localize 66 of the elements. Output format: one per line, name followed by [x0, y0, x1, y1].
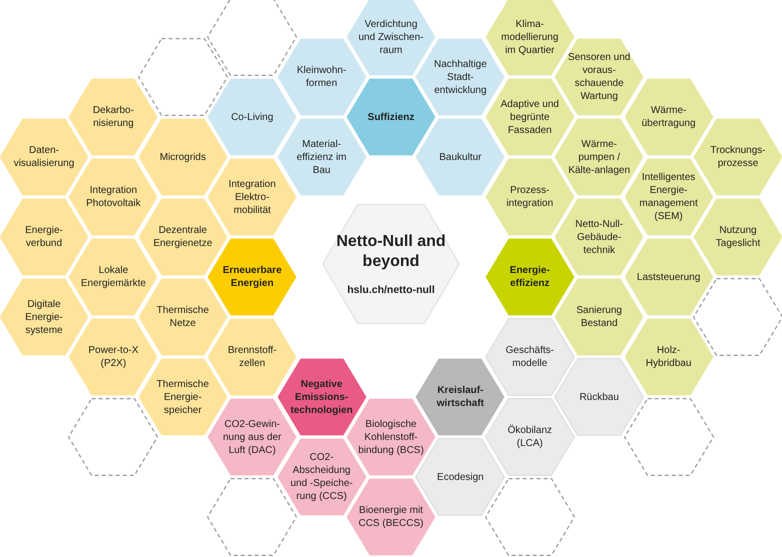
category-label: Energie-effizienz [508, 264, 551, 290]
topic-label: Geschäfts-modelle [504, 344, 555, 370]
topic-label: Ecodesign [436, 470, 485, 484]
topic-label: Sensoren und voraus-schauende Wartung [567, 51, 632, 103]
topic-label: Energie-verbund [24, 224, 64, 250]
topic-label: Wärme-pumpen / Kälte-anlagen [567, 138, 632, 176]
topic-label: CO2-Gewin-nung aus der Luft (DAC) [222, 418, 282, 456]
topic-label: Sanierung Bestand [575, 304, 623, 330]
topic-label: Biologische Kohlenstoff-bindung (BCS) [357, 418, 425, 456]
topic-label: Dezentrale Energienetze [152, 224, 214, 250]
topic-hexagon [206, 157, 298, 237]
topic-label: Integration Photovoltaik [85, 184, 142, 210]
topic-label: Baukultur [438, 150, 483, 164]
empty-dashed-hexagon [622, 397, 715, 477]
topic-hexagon [484, 397, 576, 477]
topic-label: Lokale Energiemärkte [80, 264, 147, 290]
topic-hexagon [136, 117, 229, 197]
topic-label: Thermische Netze [156, 304, 210, 330]
topic-label: Digitale Energie-systeme [24, 298, 64, 336]
topic-label: Nachhaltige Stadt-entwicklung [432, 58, 488, 96]
topic-label: Rückbau [578, 390, 620, 404]
topic-label: Prozess-integration [505, 184, 554, 210]
topic-label: Klima-modellierung im Quartier [500, 18, 560, 56]
topic-label: Microgrids [158, 150, 207, 164]
topic-hexagon [553, 357, 646, 437]
empty-dashed-hexagon [206, 0, 298, 77]
empty-dashed-hexagon [67, 397, 160, 477]
topic-label: CO2-Abscheidung und -Speiche-rung (CCS) [289, 451, 354, 503]
category-hexagon [484, 237, 576, 317]
topic-label: Dekarbo-nisierung [92, 104, 135, 130]
category-label: Suffizienz [366, 110, 416, 124]
topic-hexagon [414, 117, 506, 197]
topic-label: Wärme-übertragung [640, 104, 697, 130]
topic-label: Brennstoff-zellen [226, 344, 278, 370]
topic-label: Daten-visualisierung [12, 144, 76, 170]
topic-hexagon [0, 117, 90, 197]
topic-label: Power-to-X (P2X) [87, 344, 140, 370]
topic-hexagon [206, 77, 298, 157]
topic-label: Ökobilanz (LCA) [506, 424, 554, 450]
category-label: Negative Emissions-technologien [289, 378, 354, 416]
topic-label: Nutzung Tageslicht [714, 224, 762, 250]
topic-hexagon [67, 77, 160, 157]
topic-label: Material-effizienz im Bau [296, 138, 348, 176]
topic-hexagon [484, 317, 576, 397]
center-label: Netto-Null and beyond [336, 232, 446, 272]
topic-label: Thermische Energie-speicher [156, 378, 210, 416]
topic-label: Integration Elektro-mobilität [228, 178, 277, 216]
category-label: Kreislauf-wirtschaft [436, 384, 485, 410]
topic-label: Holz-Hybridbau [644, 344, 692, 370]
topic-label: Laststeuerung [636, 270, 702, 284]
web-address: hslu.ch/netto-null [346, 284, 436, 296]
category-label: Erneuerbare Energien [222, 264, 283, 290]
topic-label: Intelligentes Energie-management (SEM) [638, 171, 699, 223]
topic-label: Bioenergie mit CCS (BECCS) [357, 504, 424, 530]
topic-label: Netto-Null-Gebäude-technik [574, 218, 624, 256]
center-hexagon [321, 203, 461, 325]
topic-hexagon [622, 317, 715, 397]
empty-dashed-hexagon [136, 37, 229, 117]
topic-label: Kleinwohn-formen [296, 64, 348, 90]
topic-label: Co-Living [230, 110, 274, 124]
topic-hexagon [276, 117, 368, 197]
topic-label: Verdichtung und Zwischen-raum [357, 18, 425, 56]
empty-dashed-hexagon [484, 477, 576, 557]
topic-hexagon [622, 237, 715, 317]
topic-label: Trocknungs-prozesse [709, 144, 767, 170]
topic-label: Adaptive und begrünte Fassaden [500, 98, 560, 136]
